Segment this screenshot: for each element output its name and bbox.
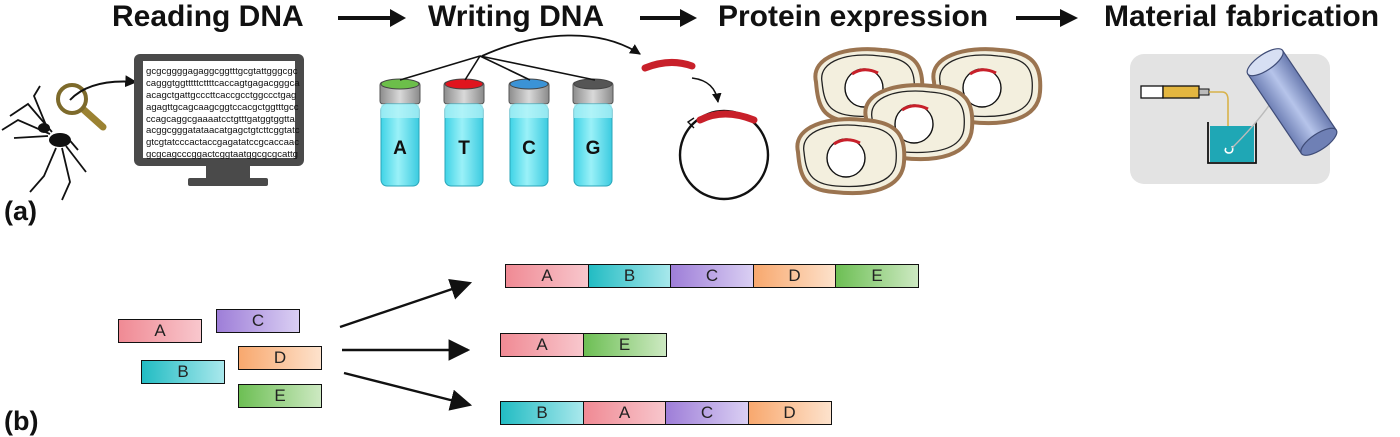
header-arrow-2 bbox=[640, 9, 697, 27]
vial-icon bbox=[443, 78, 485, 187]
assembled-fragment-c: C bbox=[665, 401, 749, 425]
panel-label-a: (a) bbox=[4, 196, 37, 226]
vials bbox=[379, 78, 614, 187]
monitor-icon bbox=[134, 54, 304, 186]
vial-label: G bbox=[585, 138, 601, 159]
spool-icon bbox=[1246, 48, 1338, 156]
synthesized-fragment bbox=[641, 59, 696, 72]
assembled-fragment-a: A bbox=[582, 401, 667, 425]
source-fragment-c: C bbox=[216, 309, 300, 333]
assembly-arrows bbox=[339, 279, 473, 411]
assembled-fragment-e: E bbox=[582, 333, 667, 357]
read-arrow bbox=[69, 75, 138, 101]
vial-icon bbox=[508, 78, 550, 187]
source-fragment-e: E bbox=[238, 384, 322, 408]
beaker-icon bbox=[1207, 122, 1257, 164]
vial-icon bbox=[572, 78, 614, 187]
sequence-line: agagttgcagcaagcggtccacgctggtttgcc bbox=[146, 101, 299, 113]
assembled-fragment-d: D bbox=[752, 264, 837, 288]
cells bbox=[795, 47, 1043, 196]
header-protein-expression: Protein expression bbox=[718, 0, 989, 33]
sequence-line: cagggtggtttttcttttcaccagtgagacgggca bbox=[146, 77, 300, 89]
header-arrow-3 bbox=[1016, 9, 1078, 27]
assembled-fragment-c: C bbox=[670, 264, 754, 288]
write-arrow bbox=[481, 34, 641, 57]
panel-label-b: (b) bbox=[4, 406, 39, 436]
assembly-arrow-3 bbox=[343, 371, 473, 411]
vial-icon bbox=[379, 78, 421, 187]
sequence-line: ccagcaggcgaaaatcctgtttgatggtggtta bbox=[146, 113, 295, 125]
source-fragment-d: D bbox=[238, 346, 322, 370]
cell-icon bbox=[795, 117, 907, 196]
plasmid-icon bbox=[678, 109, 770, 201]
vial-label: A bbox=[393, 138, 407, 159]
header-material-fabrication: Material fabrication bbox=[1104, 0, 1380, 33]
header-reading-dna: Reading DNA bbox=[112, 0, 304, 33]
source-fragment-b: B bbox=[141, 360, 225, 384]
syringe-icon bbox=[1140, 85, 1229, 148]
assembled-fragment-b: B bbox=[500, 401, 584, 425]
sequence-line: acggcgggatataacatgagctgtcttcggtatc bbox=[146, 125, 300, 137]
header-writing-dna: Writing DNA bbox=[428, 0, 605, 33]
insert-arrow bbox=[691, 77, 722, 103]
assembled-fragment-d: D bbox=[747, 401, 832, 425]
assembly-arrow-1 bbox=[339, 279, 473, 329]
sequence-line: gcgcagcccggactcggtaatggcgcgcattg bbox=[146, 149, 299, 161]
assembled-fragment-e: E bbox=[835, 264, 919, 288]
sequence-line: acagctgattgcccttcaccgcctggccctgag bbox=[146, 89, 297, 101]
vial-tree bbox=[399, 55, 596, 81]
assembled-fragment-a: A bbox=[500, 333, 584, 357]
assembled-fragment-b: B bbox=[587, 264, 672, 288]
vial-label: C bbox=[522, 138, 536, 159]
assembled-fragment-a: A bbox=[505, 264, 589, 288]
header-arrow-1 bbox=[338, 9, 406, 27]
sequence-line: gcgcggggagaggcggtttgcgtattgggcgc bbox=[146, 66, 298, 77]
spider-icon bbox=[1, 85, 87, 201]
source-fragment-a: A bbox=[118, 319, 202, 343]
sequence-line: gtcgtatcccactaccgagatatccgcaccaac bbox=[146, 137, 300, 149]
vial-label: T bbox=[458, 138, 470, 159]
